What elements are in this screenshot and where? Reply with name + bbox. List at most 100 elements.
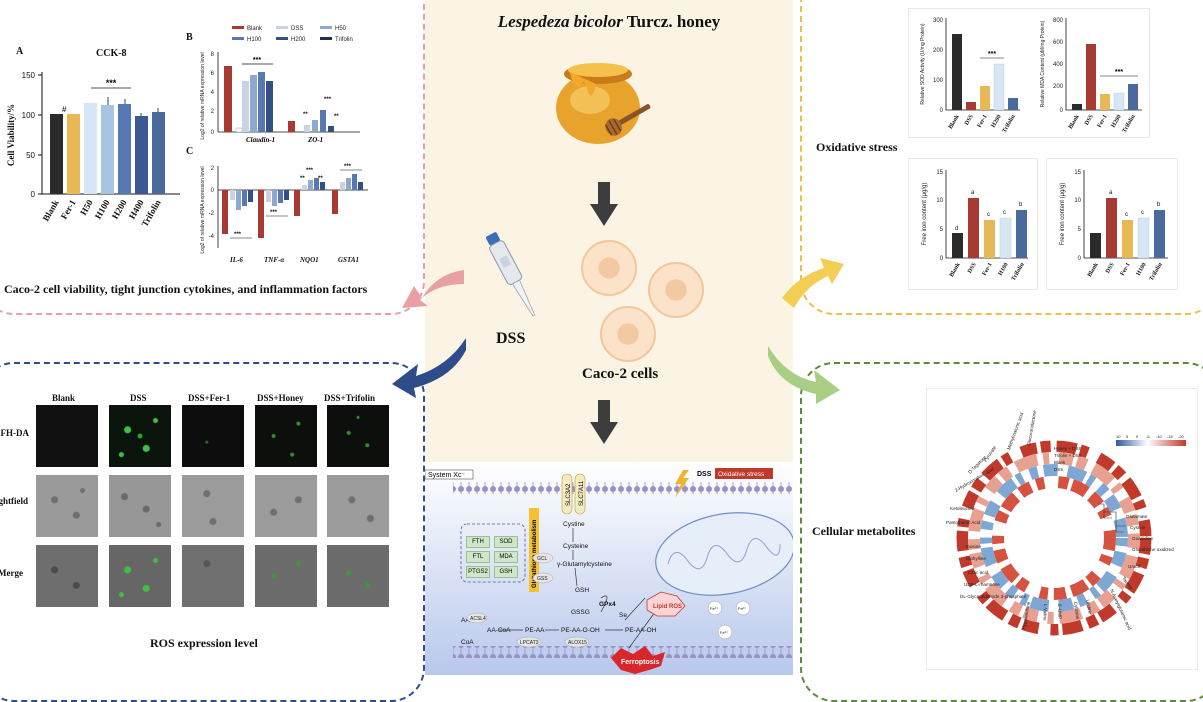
chart-b-mrna: 8 6 4 2 0 Log2 of relative mRNA expressi… [200,52,360,144]
svg-text:-10: -10 [1156,434,1163,439]
svg-text:H100: H100 [998,262,1010,277]
chart-b-letter: B [186,32,193,43]
chart-a-tick: 150 [22,71,36,80]
micro-cfhda-honey [255,405,317,467]
sod-sig: *** [988,51,996,58]
svg-text:Fer-1: Fer-1 [982,262,994,277]
svg-text:UDP-L-rhamnose: UDP-L-rhamnose [964,582,1000,587]
micro-merge-trifolin [327,545,389,607]
lightning-icon [675,470,689,498]
chart-c-letter: C [186,146,194,157]
chart-c-sig: *** [270,210,278,216]
legend-h100: H100 [247,37,262,43]
mitochondrion-icon [655,512,793,596]
chart-c-sig: *** [344,164,352,170]
chart-c-sig: *** [234,232,242,238]
arrow-to-ros [392,338,466,398]
caco2-cell-3 [600,306,656,362]
svg-text:Blank: Blank [1087,261,1100,278]
sod-ylabel: Relative SOD Activity (U/mg Protein) [920,23,926,104]
arrow-to-metabolites [768,346,840,404]
ferroptosis-pathway: System Xc⁻ SLC3A2 SLC7A11 DSS Oxidative … [425,462,793,675]
micro-bf-dss [109,475,171,537]
micro-bf-trifolin [327,475,389,537]
svg-text:Guanidine: Guanidine [1132,536,1153,541]
xlabel-h100: H100 [93,198,112,221]
svg-text:c: c [1141,210,1144,216]
chart-b-sig: ** [334,114,339,120]
svg-text:-15: -15 [1167,434,1174,439]
legend-h50: H50 [335,26,347,32]
mda-tick: 400 [1053,62,1064,68]
center-title: Lespedeza bicolor Turcz. honey [425,12,793,32]
svg-text:10: 10 [1116,434,1121,439]
pipette-icon [486,232,536,317]
svg-text:GCL: GCL [537,556,548,562]
center-title-italic: Lespedeza bicolor [497,12,623,31]
svg-text:a: a [1109,190,1113,196]
ros-row-cfhda: CFH-DA [0,428,29,438]
micro-cfhda-fer1 [182,405,244,467]
bar-h200 [118,104,131,194]
svg-text:b: b [1019,202,1023,208]
svg-text:10: 10 [1074,198,1081,204]
svg-text:PE-AA-O-OH: PE-AA-O-OH [561,627,600,634]
svg-text:15: 15 [1074,170,1081,176]
caption-cell-viability: Caco-2 cell viability, tight junction cy… [4,282,368,296]
bar-fer1 [67,114,80,194]
chart-c-group-il6: IL-6 [229,256,243,264]
chart-b-sig: *** [324,97,332,103]
iron-tick: 5 [940,227,944,233]
honey-pot-icon [556,63,651,144]
svg-text:Diphylline: Diphylline [966,556,986,561]
ring-blank [980,464,1128,612]
svg-text:GPx4: GPx4 [599,601,616,608]
svg-text:Inosine: Inosine [966,544,981,549]
chart-sod: 300 200 100 0 Relative SOD Activity (U/m… [920,18,1020,134]
chart-c-tick: -2 [209,211,215,217]
chart-b-tick: 8 [211,52,215,58]
membrane-top [453,482,793,494]
chart-iron-1: 15 10 5 0 Free iron content (μg/g) d a c… [922,170,1028,282]
svg-text:Glutamate: Glutamate [1126,514,1148,519]
micro-merge-honey [255,545,317,607]
svg-text:ALOX15: ALOX15 [568,640,587,646]
svg-text:Cystine: Cystine [1130,525,1146,530]
chart-a-title: CCK-8 [96,48,127,59]
svg-text:Citric acid: Citric acid [968,570,989,575]
svg-text:H200: H200 [991,114,1003,129]
sod-tick: 0 [940,108,944,114]
svg-text:γ-Glutamylcysteine: γ-Glutamylcysteine [557,561,612,568]
ros-row-merge: Merge [0,568,23,578]
legend-h200: H200 [291,37,306,43]
fe-ion-2: Fe³⁺ [738,606,746,611]
marker-gsh: GSH [494,566,518,578]
ferroptosis-burst-icon [611,646,665,674]
svg-text:d: d [955,226,958,232]
down-arrow-1 [590,182,618,226]
fe-ion-1: Fe³⁺ [710,606,718,611]
svg-text:Trifolin: Trifolin [1122,113,1137,134]
dss-label: DSS [496,330,526,347]
xlabel-fer1: Fer-1 [59,198,78,221]
legend-blank: Blank [247,26,263,32]
chart-c-group-gsta1: GSTA1 [338,256,359,264]
slc3a2-protein [561,473,573,515]
mda-tick: 600 [1053,40,1064,46]
svg-text:Hypoxanthine: Hypoxanthine [1021,601,1031,630]
svg-text:Trifolin: Trifolin [1002,113,1017,134]
chart-a-xlabels: Blank Fer-1 H50 H100 H200 H400 Trifolin [41,198,163,229]
svg-text:AA: AA [461,617,470,624]
svg-text:5: 5 [1078,227,1082,233]
iron-tick: 0 [940,256,944,262]
down-arrow-2 [590,400,618,444]
chart-b-sig: *** [253,57,261,64]
marker-fth: FTH [466,536,490,548]
svg-text:DSS: DSS [964,113,975,126]
marker-ftl: FTL [466,551,490,563]
chart-c-mrna: 2 0 -2 -4 Log2 of relative mRNA expressi… [200,164,368,264]
svg-text:Cysteine: Cysteine [563,543,589,550]
svg-text:Trifolin: Trifolin [1011,261,1026,282]
svg-text:Honey + DSS: Honey + DSS [1054,446,1081,451]
chart-c-sig: *** [306,168,314,174]
